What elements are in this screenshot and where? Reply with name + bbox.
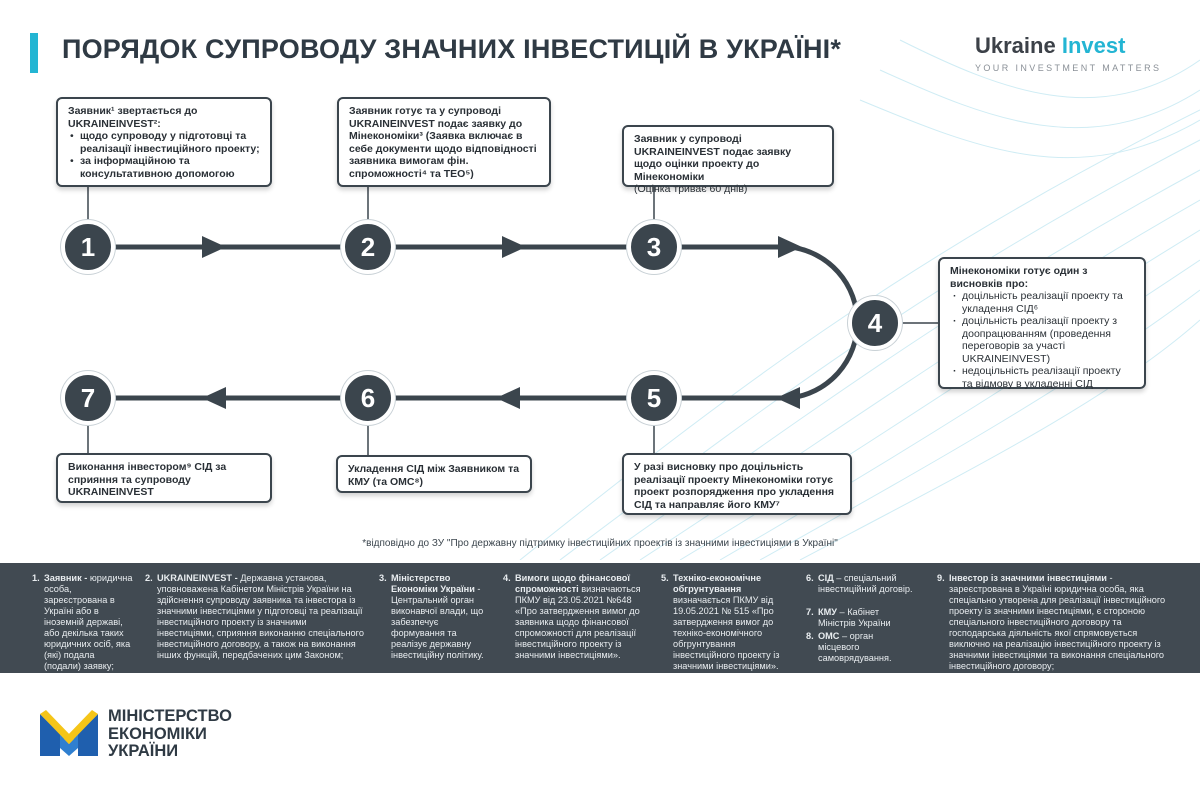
flow-line-top bbox=[88, 244, 860, 401]
logo-tagline: YOUR INVESTMENT MATTERS bbox=[975, 63, 1162, 73]
step-number-1: 1 bbox=[61, 220, 115, 274]
note-9: 9. Інвестор із значними інвестиціями - з… bbox=[937, 573, 1166, 671]
ministry-emblem-icon bbox=[40, 710, 98, 756]
step-box-2: Заявник готує та у супроводі UKRAINEINVE… bbox=[337, 97, 551, 187]
step-box-4: Мінекономіки готує один з висновків про:… bbox=[938, 257, 1146, 390]
arrow-left-1 bbox=[776, 387, 800, 409]
step-number-7: 7 bbox=[61, 371, 115, 425]
ministry-logo: МІНІСТЕРСТВО ЕКОНОМІКИ УКРАЇНИ bbox=[38, 704, 232, 765]
step-5-lead: У разі висновку про доцільність реалізац… bbox=[634, 461, 835, 511]
step-2-lead: Заявник готує та у супроводі UKRAINEINVE… bbox=[349, 105, 523, 142]
step-box-6: Укладення СІД між Заявником та КМУ (та О… bbox=[336, 455, 532, 493]
step-box-7: Виконання інвестором⁹ СІД за сприяння та… bbox=[56, 453, 272, 503]
title-accent-bar bbox=[30, 33, 38, 73]
page-title: ПОРЯДОК СУПРОВОДУ ЗНАЧНИХ ІНВЕСТИЦІЙ В У… bbox=[62, 34, 842, 64]
step-box-5: У разі висновку про доцільність реалізац… bbox=[622, 453, 852, 515]
definitions-panel: 1. Заявник - юридична особа, зареєстрова… bbox=[0, 563, 1200, 673]
ministry-line-2: ЕКОНОМІКИ bbox=[108, 724, 207, 743]
note-6: 6. СІД – спеціальний інвестиційний догов… bbox=[806, 573, 913, 594]
arrow-left-2 bbox=[496, 387, 520, 409]
logo-part-ukraine: Ukraine bbox=[975, 33, 1062, 58]
note-4: 4. Вимоги щодо фінансової спроможності в… bbox=[503, 573, 641, 660]
ministry-name: МІНІСТЕРСТВО ЕКОНОМІКИ УКРАЇНИ bbox=[108, 707, 232, 761]
step-4-bullet: доцільність реалізації проекту та укладе… bbox=[950, 290, 1134, 315]
step-4-bullet: недоцільність реалізації проекту та відм… bbox=[950, 365, 1134, 390]
ministry-line-3: УКРАЇНИ bbox=[108, 742, 179, 760]
arrow-right-3 bbox=[778, 236, 802, 258]
step-1-bullet: щодо супроводу у підготовці та реалізаці… bbox=[68, 130, 260, 155]
step-number-5: 5 bbox=[627, 371, 681, 425]
note-8: 8. ОМС – орган місцевого самоврядування. bbox=[806, 631, 892, 663]
note-3: 3. Міністерство Економіки України - Цент… bbox=[379, 573, 484, 660]
step-3-lead: Заявник у супроводі UKRAINEINVEST подає … bbox=[634, 133, 792, 183]
note-1: 1. Заявник - юридична особа, зареєстрова… bbox=[32, 573, 133, 671]
logo-part-invest: Invest bbox=[1061, 33, 1126, 58]
step-number-3: 3 bbox=[627, 220, 681, 274]
step-1-lead: Заявник¹ звертається до UKRAINEINVEST²: bbox=[68, 105, 198, 130]
logo-wordmark: Ukraine Invest bbox=[975, 33, 1147, 59]
step-2-tail: (Заявка включає в себе документи щодо ві… bbox=[349, 130, 537, 180]
step-4-lead: Мінекономіки готує один з висновків про: bbox=[950, 265, 1088, 290]
step-1-list: щодо супроводу у підготовці та реалізаці… bbox=[68, 130, 260, 180]
step-box-3: Заявник у супроводі UKRAINEINVEST подає … bbox=[622, 125, 834, 195]
arrow-left-3 bbox=[202, 387, 226, 409]
ukraine-invest-logo: Ukraine Invest YOUR INVESTMENT MATTERS bbox=[975, 33, 1162, 73]
note-5: 5. Техніко-економічне обгрунтування визн… bbox=[661, 573, 780, 671]
arrow-right-2 bbox=[502, 236, 526, 258]
law-footnote: *відповідно до ЗУ "Про державну підтримк… bbox=[362, 538, 838, 549]
arrow-right-1 bbox=[202, 236, 226, 258]
step-7-lead: Виконання інвестором⁹ СІД за сприяння та… bbox=[68, 461, 227, 498]
step-number-6: 6 bbox=[341, 371, 395, 425]
ministry-line-1: МІНІСТЕРСТВО bbox=[108, 707, 232, 725]
step-number-2: 2 bbox=[341, 220, 395, 274]
step-4-bullet: доцільність реалізації проекту з доопрац… bbox=[950, 315, 1134, 365]
step-box-1: Заявник¹ звертається до UKRAINEINVEST²: … bbox=[56, 97, 272, 187]
step-1-bullet: за інформаційною та консультативною допо… bbox=[68, 155, 260, 180]
step-number-4: 4 bbox=[848, 296, 902, 350]
step-3-tail: (Оцінка триває 60 днів) bbox=[634, 183, 748, 195]
note-7: 7. КМУ – Кабінет Міністрів України bbox=[806, 607, 891, 628]
note-2: 2. UKRAINEINVEST - Державна установа, уп… bbox=[145, 573, 364, 660]
step-4-list: доцільність реалізації проекту та укладе… bbox=[950, 290, 1134, 390]
step-6-lead: Укладення СІД між Заявником та КМУ (та О… bbox=[348, 463, 520, 488]
